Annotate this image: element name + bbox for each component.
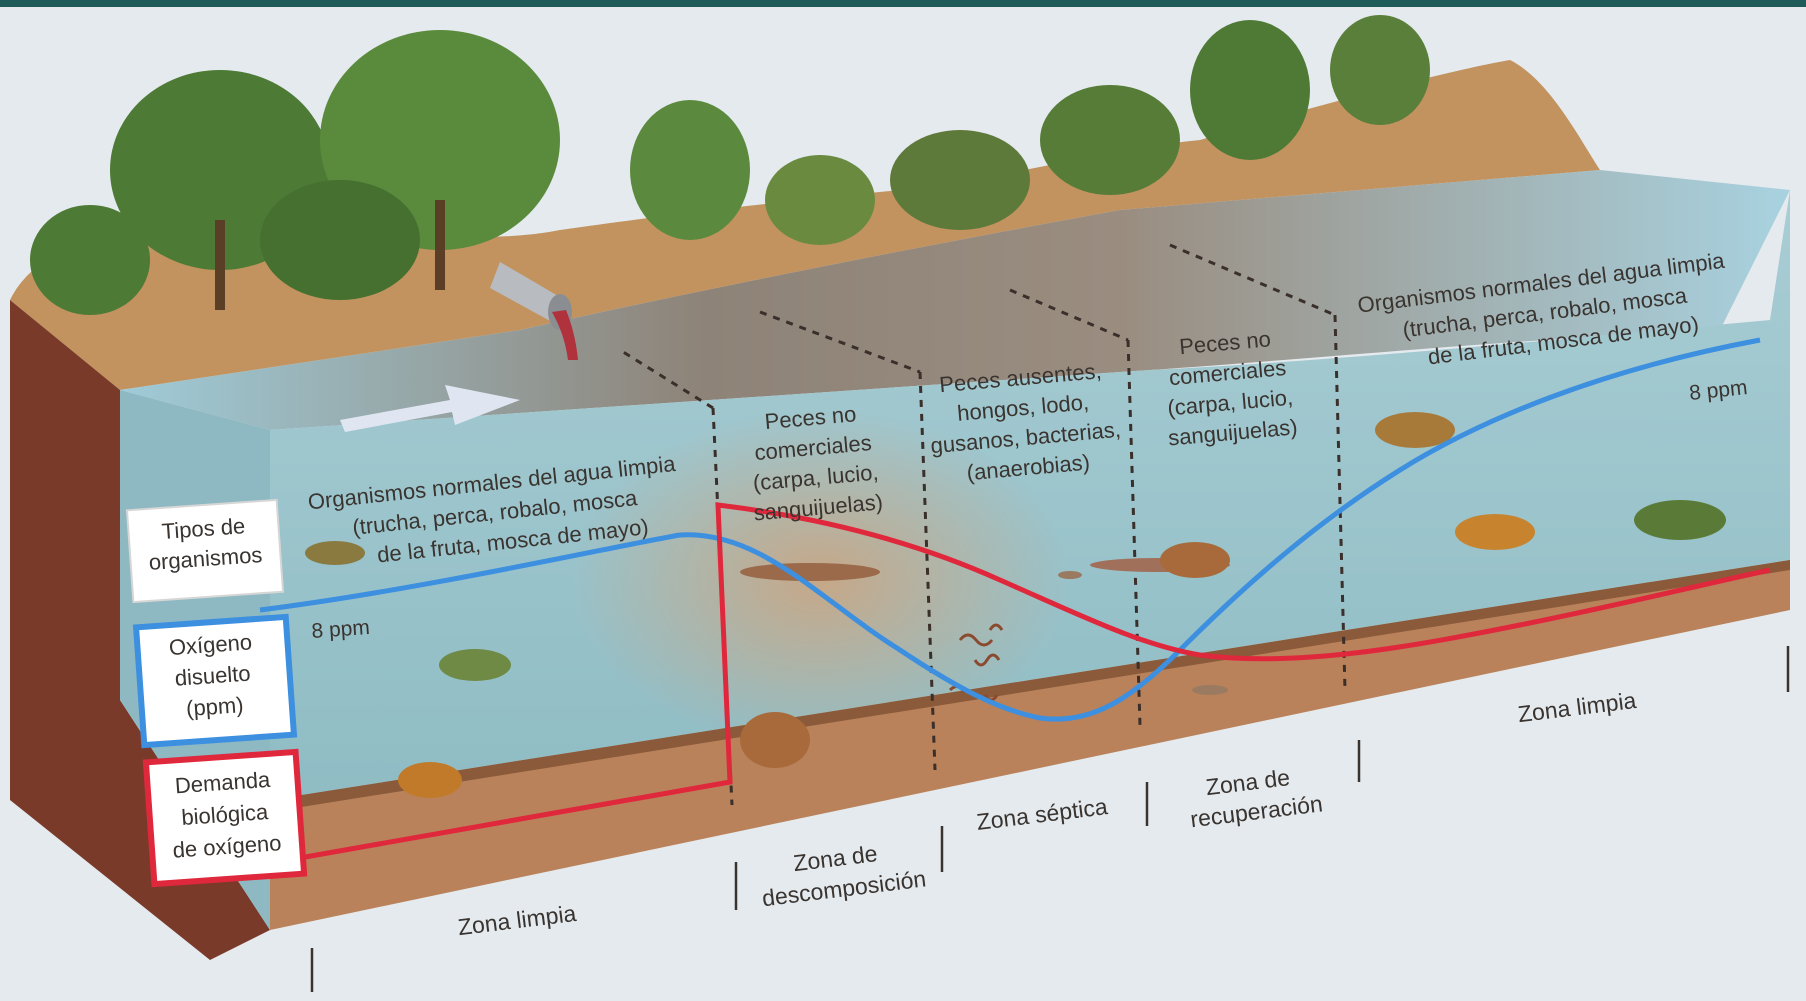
zone-decomposition-line-2: descomposición [761,865,928,911]
legend-bod: Demanda biológica de oxígeno [146,752,304,884]
legend-oxygen-line-3: (ppm) [185,692,244,721]
zone-clean-right: Zona limpia [1516,687,1637,727]
zone-clean-left: Zona limpia [456,900,577,940]
top-banner [0,0,1806,7]
legend-oxygen: Oxígeno disuelto (ppm) [136,617,294,745]
legend-oxygen-line-2: disuelto [174,661,251,691]
zone-decomposition-line-1: Zona de [792,840,879,876]
oxygen-label-left: 8 ppm [311,616,371,643]
zone-septic: Zona séptica [975,793,1109,835]
legend-organisms: Tipos de organismos [127,500,283,602]
